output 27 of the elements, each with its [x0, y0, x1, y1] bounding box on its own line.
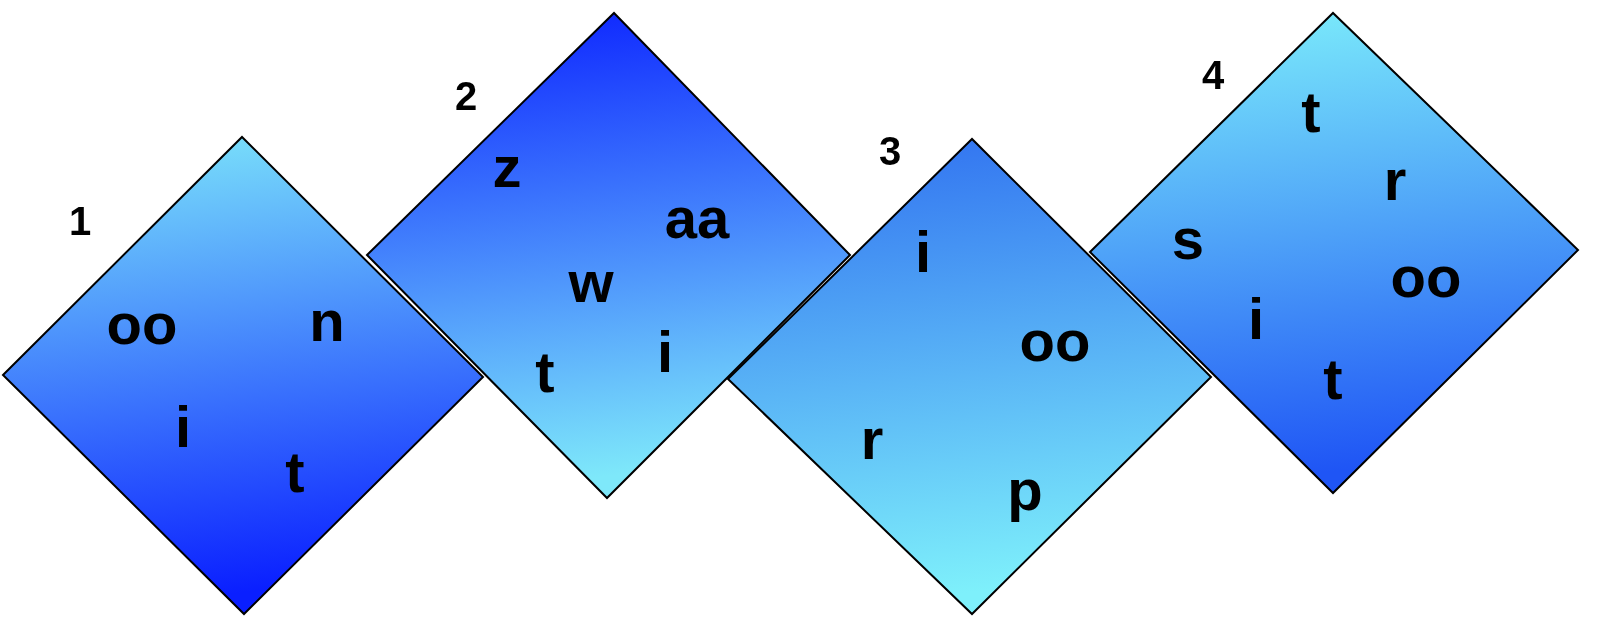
letter-label: s [1171, 210, 1205, 269]
diamond-panel [1090, 13, 1578, 493]
diamond-number: 3 [878, 131, 902, 171]
letter-label: r [1383, 151, 1407, 210]
letter-label: oo [1390, 248, 1462, 307]
letter-label: p [1007, 461, 1043, 520]
letter-label: w [568, 253, 614, 312]
letter-label: i [174, 398, 192, 457]
letter-label: z [492, 138, 522, 197]
letter-label: t [535, 343, 555, 402]
letter-label: t [285, 443, 305, 502]
diamond-number: 4 [1201, 55, 1225, 95]
letter-label: oo [106, 295, 178, 354]
letter-label: i [914, 223, 932, 282]
letter-label: r [860, 410, 884, 469]
letter-label: oo [1019, 312, 1091, 371]
diamond-panel [367, 13, 850, 498]
letter-label: n [309, 292, 345, 351]
diamond-number: 2 [454, 76, 478, 116]
letter-label: i [1247, 290, 1265, 349]
letter-label: i [656, 323, 674, 382]
letter-label: aa [664, 189, 730, 248]
diamond-panel [3, 137, 483, 614]
letter-label: t [1323, 350, 1343, 409]
letter-label: t [1301, 83, 1321, 142]
diamond-panel [728, 139, 1211, 614]
diamond-number: 1 [68, 201, 92, 241]
